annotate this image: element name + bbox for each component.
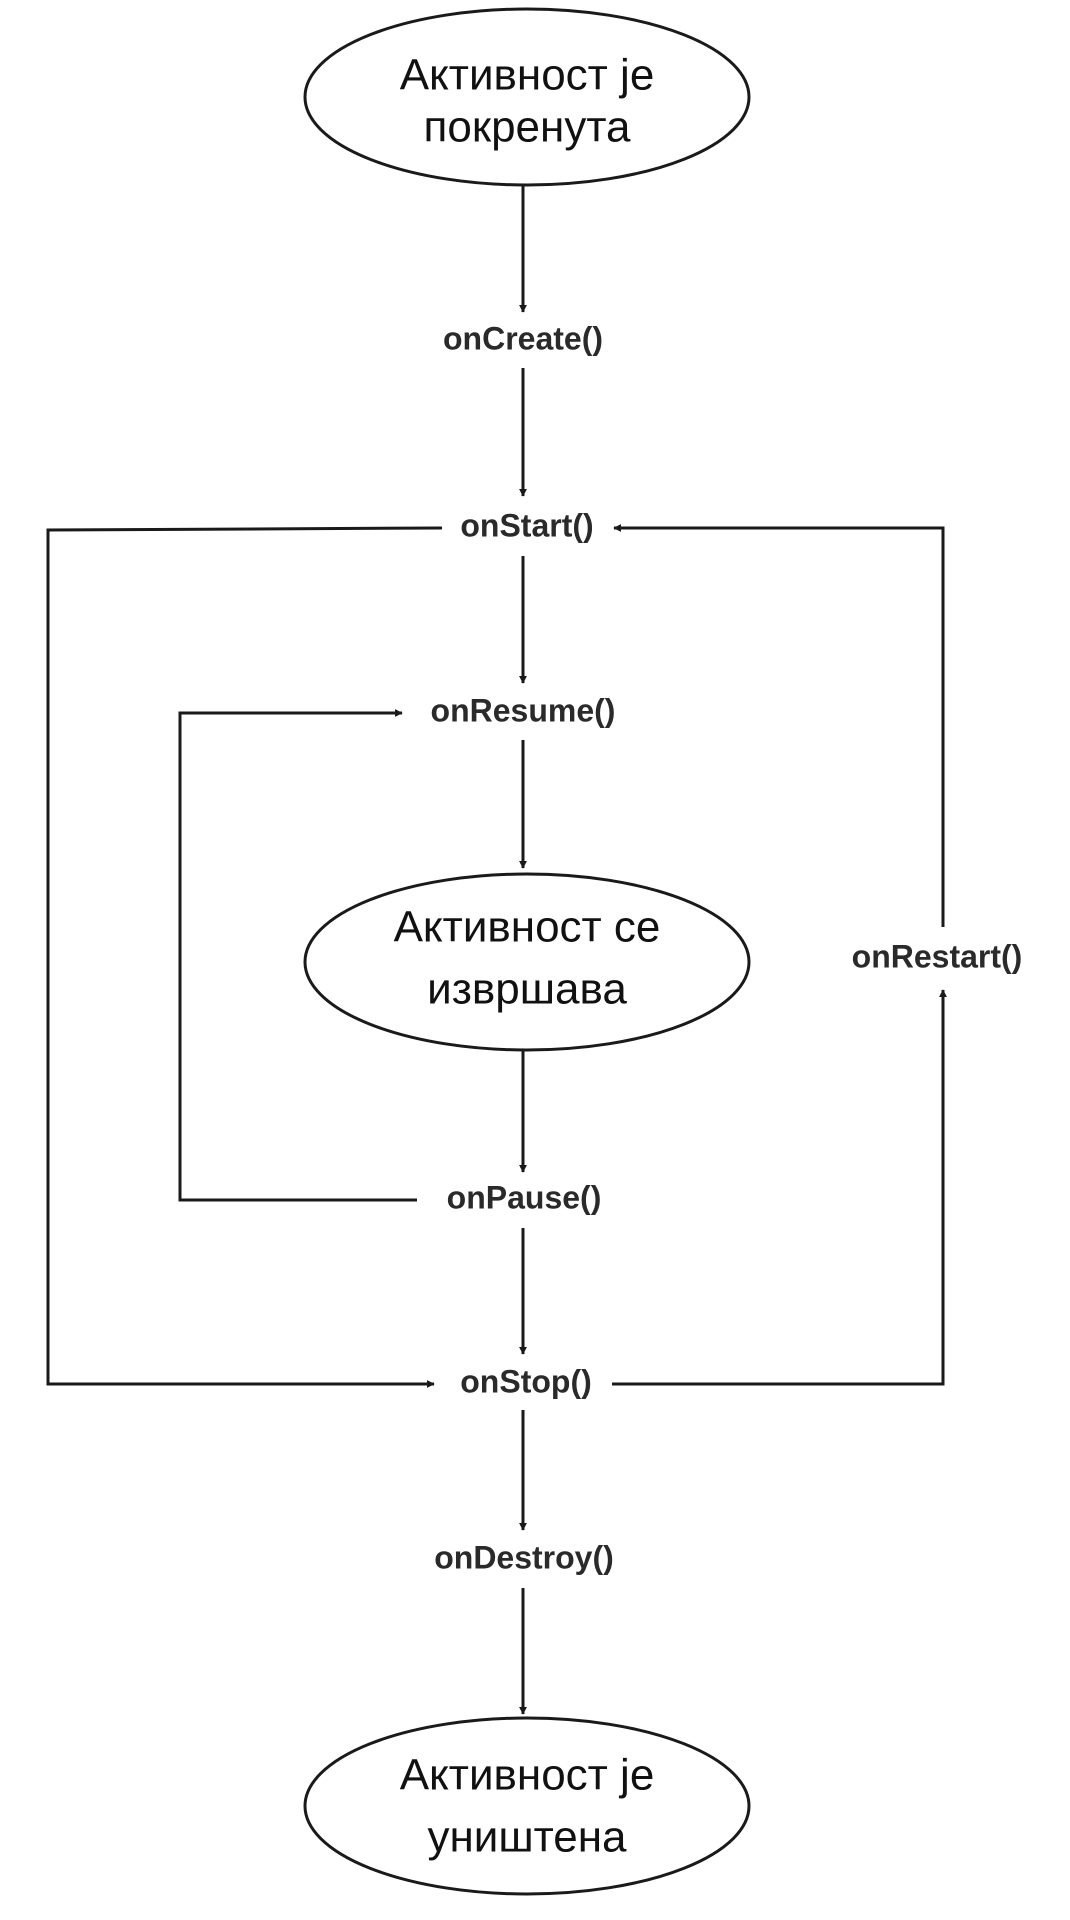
state-running-line1: Активност се (394, 903, 661, 952)
method-on-restart: onRestart() (852, 938, 1023, 974)
state-destroyed-ellipse (303, 1716, 751, 1896)
state-launched-line2: покренута (424, 103, 631, 152)
arrow-onrestart-to-onstart (613, 524, 945, 927)
arrow-onpause-to-onresume-loop (178, 709, 417, 1202)
state-destroyed-line1: Активност је (400, 1751, 655, 1800)
method-on-start: onStart() (460, 507, 593, 543)
state-destroyed-line2: уништена (427, 1813, 627, 1862)
state-launched-ellipse (303, 7, 751, 187)
state-launched: Активност је покренута (303, 7, 751, 187)
method-on-stop: onStop() (460, 1363, 592, 1399)
method-on-destroy: onDestroy() (434, 1539, 614, 1575)
state-destroyed: Активност је уништена (303, 1716, 751, 1896)
method-on-pause: onPause() (447, 1179, 602, 1215)
state-running-ellipse (303, 872, 751, 1052)
state-running: Активност се извршава (303, 872, 751, 1052)
state-running-line2: извршава (427, 965, 627, 1014)
state-launched-line1: Активност је (400, 51, 655, 100)
method-on-resume: onResume() (431, 692, 616, 728)
arrow-onstop-to-onrestart (612, 989, 947, 1386)
method-on-create: onCreate() (443, 320, 603, 356)
arrow-onstart-to-onstop-loop (46, 526, 443, 1388)
